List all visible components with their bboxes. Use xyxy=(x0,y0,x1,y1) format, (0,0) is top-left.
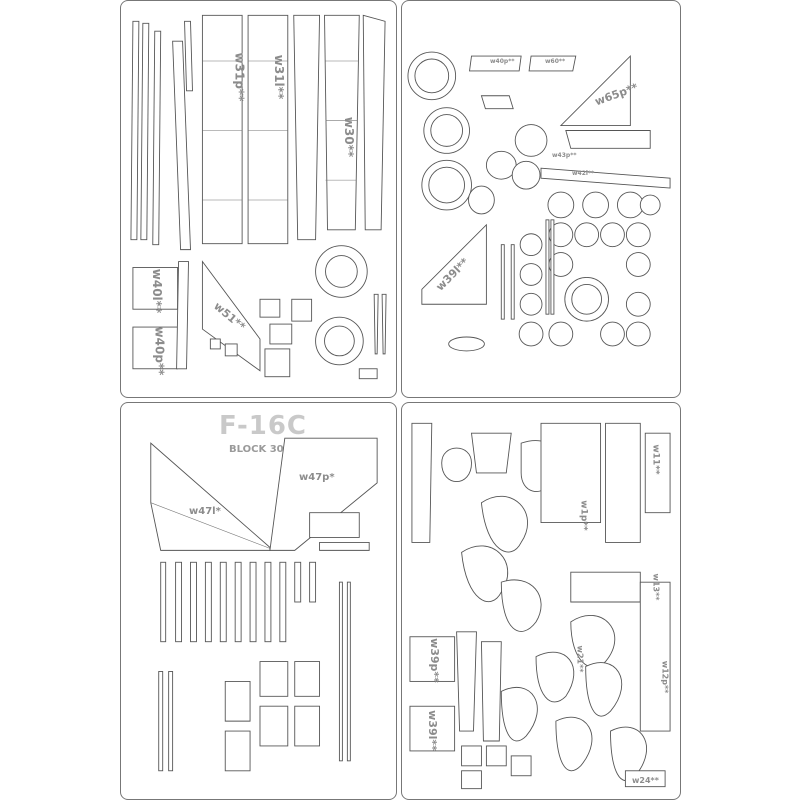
part-label-w47p: w47p* xyxy=(299,472,335,483)
sheet-top-left-parts xyxy=(130,14,387,380)
sheet-subtitle: BLOCK 30 xyxy=(229,444,284,455)
part-label-w40l: w40l** xyxy=(150,268,165,314)
sheet-title: F-16C xyxy=(219,411,308,441)
part-label-w24: w24** xyxy=(632,776,659,785)
part-label-w31l: w31l** xyxy=(272,54,287,100)
sheet-bottom-left-parts xyxy=(150,437,378,772)
part-label-w43p: w43p** xyxy=(552,152,577,159)
part-label-w40p: w40p** xyxy=(152,326,167,376)
sheet-bottom-right-parts xyxy=(409,422,671,790)
part-label-w47l: w47l* xyxy=(189,506,221,517)
sheet-bottom-right: w39p** w39l** w11** w1p** w13** w12p** w… xyxy=(401,402,681,800)
sheet-top-right: w65p** w39l** w40p** w60** w43p** w42l** xyxy=(401,0,681,398)
part-label-w13: w13** xyxy=(651,573,661,601)
part-label-w42l: w42l** xyxy=(572,170,595,177)
sheet-bottom-left: F-16C BLOCK 30 w47p* w47l* xyxy=(120,402,397,800)
part-label-w1p: w1p** xyxy=(578,500,589,531)
part-label-w40p: w40p** xyxy=(490,58,515,65)
sheet-top-left: w31p** w31l** w30** w51** w40l** w40p** xyxy=(120,0,397,398)
part-label-w30: w30** xyxy=(342,116,357,158)
part-label-w39p: w39p** xyxy=(427,638,441,683)
part-label-w21: w21** xyxy=(575,645,585,673)
part-label-w60: w60** xyxy=(545,58,566,65)
part-label-w31p: w31p** xyxy=(232,52,247,102)
sheet-top-right-parts xyxy=(407,51,671,352)
part-label-w11: w11** xyxy=(650,444,661,475)
part-label-w39l: w39l** xyxy=(425,710,439,751)
part-label-w12p: w12p** xyxy=(660,660,670,694)
